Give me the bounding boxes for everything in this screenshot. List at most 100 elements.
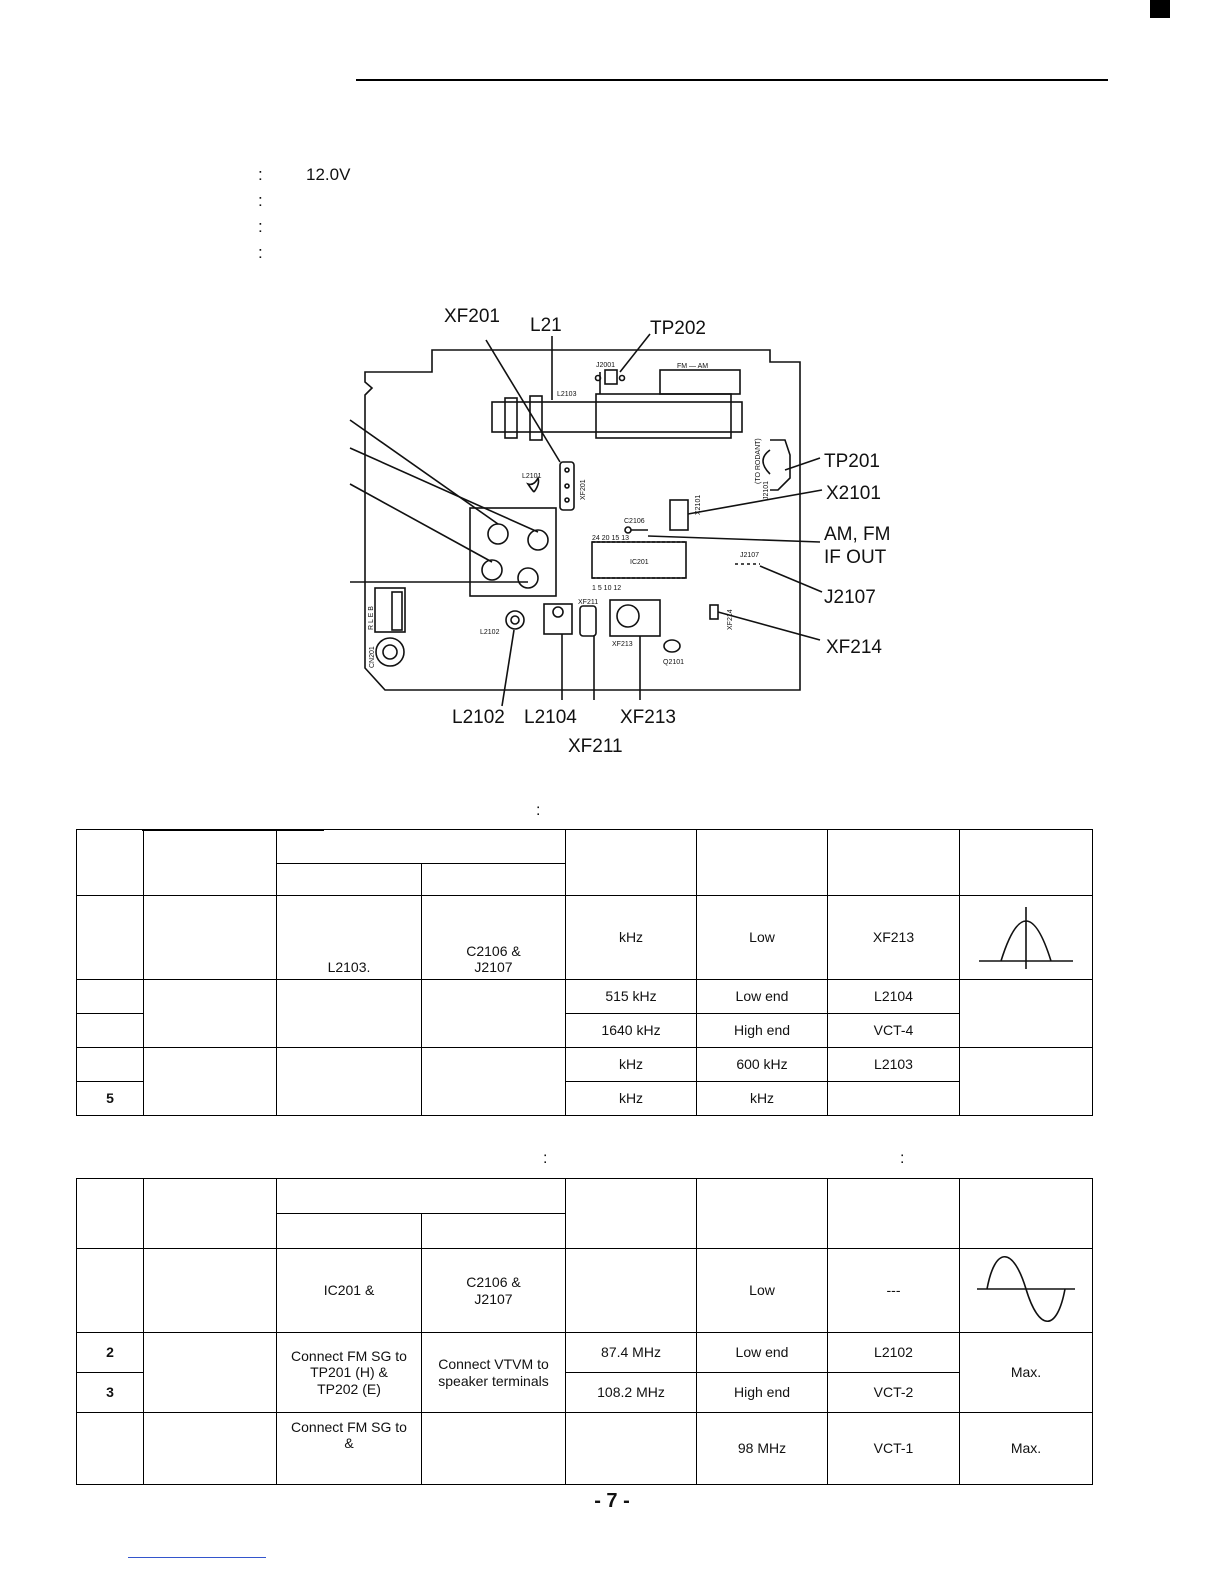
mounting-hole-inner	[382, 644, 398, 660]
item-cell	[143, 1047, 277, 1116]
board-label-xf213: XF213	[612, 641, 633, 648]
adjust-cell: L2102	[827, 1332, 960, 1373]
callout-xf201: XF201	[444, 306, 500, 327]
callout-xf211: XF211	[568, 736, 623, 757]
signal-connection-cell: Connect FM SG to &	[276, 1412, 422, 1485]
callout-l2104: L2104	[524, 707, 577, 728]
am-header-subrow	[77, 863, 1093, 896]
item-cell	[143, 979, 277, 1048]
fm-heading-colon-2: :	[900, 1150, 905, 1167]
board-label-c2106: C2106	[624, 518, 645, 525]
board-label-cn201: CN201	[369, 646, 376, 668]
callout-am-fm: AM, FM	[824, 524, 891, 545]
output-connection-cell	[421, 1412, 566, 1485]
header-cell	[959, 1178, 1093, 1249]
pad	[564, 467, 570, 473]
leader-vct-b	[349, 447, 539, 533]
dial-cell: Low end	[696, 979, 828, 1014]
s-curve-waveform-icon	[977, 1256, 1075, 1322]
page-number: - 7 -	[594, 1490, 630, 1512]
frequency-cell	[565, 1248, 697, 1333]
output-connection-cell	[421, 979, 566, 1048]
trimmer-vct	[517, 567, 539, 589]
item-cell	[143, 1332, 277, 1413]
spec-line-2: :	[0, 191, 600, 213]
step-cell	[76, 1013, 144, 1048]
q2101-transistor	[663, 639, 681, 653]
adjust-cell: VCT-4	[827, 1013, 960, 1048]
header-cell	[565, 829, 697, 896]
dial-cell: Low	[696, 1248, 828, 1333]
table-row: 5 kHz kHz	[76, 1081, 1093, 1116]
dial-cell: kHz	[696, 1081, 828, 1116]
xf214-component	[709, 604, 719, 620]
output-cell	[959, 979, 1093, 1048]
dial-cell: Low	[696, 895, 828, 980]
header-rule	[356, 79, 1108, 81]
xf211-component	[543, 603, 573, 635]
frequency-cell	[565, 1412, 697, 1485]
pad	[564, 497, 570, 503]
fm-header-subrow	[77, 1213, 1093, 1249]
callout-l2102: L2102	[452, 707, 505, 728]
pad	[618, 374, 626, 382]
leader-vct-a	[349, 419, 499, 525]
trimmer-vct	[487, 523, 509, 545]
callout-if-out: IF OUT	[824, 547, 887, 568]
table-row: 2 Connect FM SG to TP201 (H) & TP202 (E)…	[76, 1332, 1093, 1413]
xf201-component	[559, 461, 575, 511]
frequency-cell: kHz	[565, 1081, 697, 1116]
callout-j2107: J2107	[824, 587, 876, 608]
table-row: Connect FM SG to & 98 MHz VCT-1 Max.	[76, 1412, 1093, 1485]
am-alignment-table: L2103. C2106 & J2107 kHz Low XF213 515 k…	[76, 829, 1093, 1116]
signal-connection-cell	[276, 979, 422, 1048]
adjust-cell: VCT-1	[827, 1412, 960, 1485]
header-cell	[959, 829, 1093, 896]
output-cell: Max.	[959, 1412, 1093, 1485]
table-row: 1640 kHz High end VCT-4	[76, 1013, 1093, 1048]
bar-clip-left	[504, 397, 518, 439]
leader-xf201	[485, 339, 561, 463]
board-outline	[364, 349, 801, 691]
board-label-fm-am: FM — AM	[677, 363, 708, 370]
am-header-row	[76, 829, 1093, 896]
adjust-cell	[827, 1081, 960, 1116]
table-row: IC201 & C2106 & J2107 Low ---	[76, 1248, 1093, 1333]
step-cell	[76, 1412, 144, 1485]
leader-tp202	[619, 333, 651, 373]
signal-connection-cell: IC201 &	[276, 1248, 422, 1333]
tp201-loop	[762, 449, 771, 475]
header-cell	[696, 1178, 828, 1249]
board-label-xf214: XF214	[727, 609, 734, 630]
header-cell	[827, 1178, 960, 1249]
step-cell	[76, 1047, 144, 1082]
leader-vct-c	[349, 483, 493, 563]
xf211-jumper	[579, 605, 597, 637]
item-cell	[143, 1248, 277, 1333]
board-label-x2101: X2101	[695, 495, 702, 515]
spec-colon: :	[258, 191, 263, 210]
callout-xf214: XF214	[826, 637, 882, 658]
frequency-cell: kHz	[565, 1047, 697, 1082]
header-cell	[421, 863, 566, 896]
spec-colon: :	[258, 217, 263, 236]
callout-tp202: TP202	[650, 318, 706, 339]
fm-alignment-table: IC201 & C2106 & J2107 Low --- 2 Connect …	[76, 1178, 1093, 1485]
fm-am-switch	[659, 369, 741, 395]
xf213-component	[609, 599, 661, 637]
header-cell	[276, 1178, 566, 1214]
mounting-hole	[375, 637, 405, 667]
frequency-cell: 108.2 MHz	[565, 1372, 697, 1413]
adjust-cell: L2104	[827, 979, 960, 1014]
pad	[564, 483, 570, 489]
header-cell	[276, 863, 422, 896]
output-connection-cell	[421, 1047, 566, 1116]
board-label-q2101: Q2101	[663, 659, 684, 666]
frequency-cell: 87.4 MHz	[565, 1332, 697, 1373]
board-label-xf211: XF211	[578, 599, 598, 606]
step-cell	[76, 979, 144, 1014]
board-label-ic201: IC201	[630, 559, 649, 566]
dial-cell: 600 kHz	[696, 1047, 828, 1082]
item-cell	[143, 895, 277, 980]
leader-j2107	[759, 565, 823, 593]
